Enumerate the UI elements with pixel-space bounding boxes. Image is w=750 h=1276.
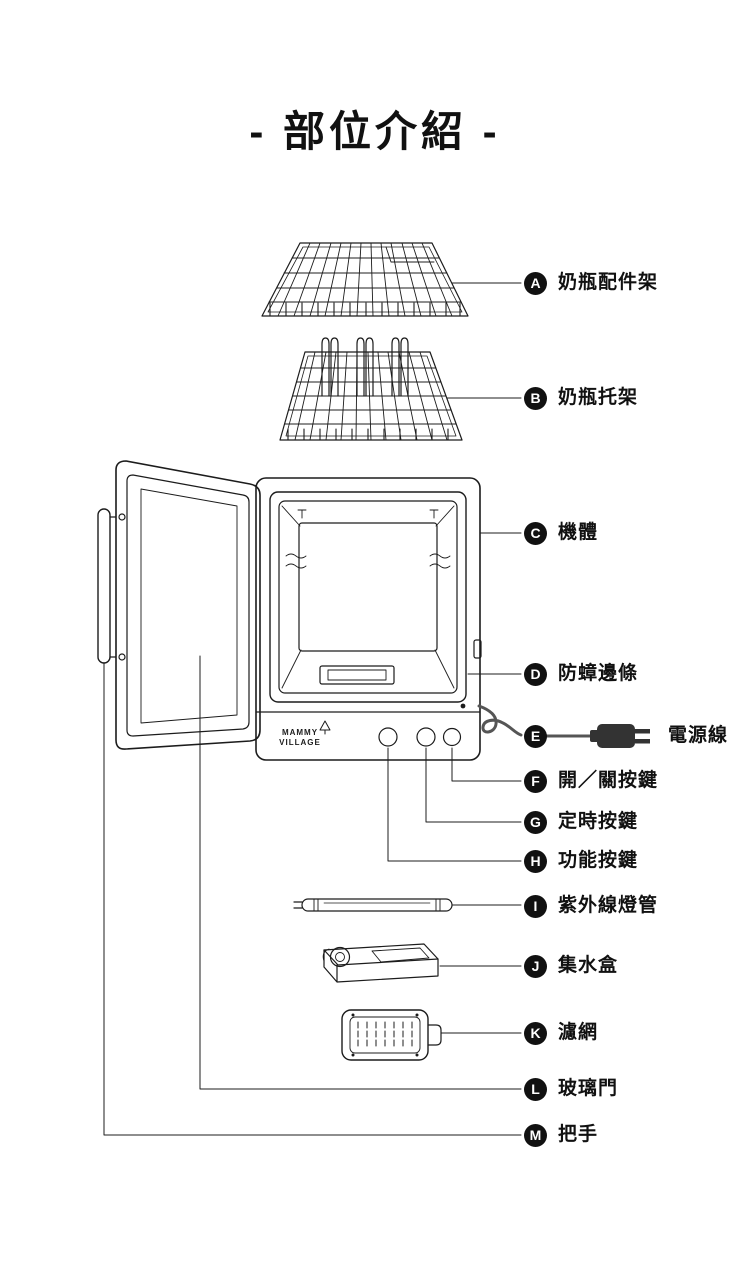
part-text-A: 奶瓶配件架: [558, 272, 659, 293]
part-label-E: E: [524, 724, 547, 748]
part-text-K: 濾網: [558, 1022, 599, 1043]
part-text-C: 機體: [558, 522, 599, 543]
part-badge-E: E: [524, 724, 547, 748]
part-label-K: K 濾網: [524, 1021, 598, 1045]
part-badge-L: L: [524, 1077, 547, 1101]
part-badge-F: F: [524, 769, 547, 793]
part-badge-D: D: [524, 662, 547, 686]
part-label-H: H 功能按鍵: [524, 849, 638, 873]
door-screw-top: [118, 513, 126, 521]
glass-door-drawing: [109, 460, 261, 750]
part-text-M: 把手: [558, 1124, 599, 1145]
part-label-C: C 機體: [524, 521, 598, 545]
part-badge-H: H: [524, 849, 547, 873]
leader-lines: [103, 282, 522, 1136]
part-text-E: 電源線: [668, 725, 729, 746]
page-title: - 部位介紹 -: [249, 108, 501, 155]
filter-drawing: [341, 1009, 442, 1061]
brand-line2: VILLAGE: [279, 738, 321, 747]
part-badge-M: M: [524, 1123, 547, 1147]
part-label-B: B 奶瓶托架: [524, 386, 638, 410]
part-text-H: 功能按鍵: [558, 850, 639, 871]
knob-power: [442, 727, 462, 747]
heating-tray-drawing: [319, 665, 395, 685]
part-label-J: J 集水盒: [524, 954, 618, 978]
plug-icon: [590, 724, 650, 748]
part-text-J: 集水盒: [558, 955, 619, 976]
part-text-I: 紫外線燈管: [558, 895, 659, 916]
part-badge-C: C: [524, 521, 547, 545]
part-badge-B: B: [524, 386, 547, 410]
door-screw-bottom: [118, 653, 126, 661]
part-text-D: 防蟑邊條: [558, 663, 639, 684]
steam-mark-left: [285, 553, 307, 569]
brand-logo: MAMMY VILLAGE: [279, 720, 331, 747]
handle-drawing: [97, 508, 111, 664]
part-badge-J: J: [524, 954, 547, 978]
brand-line1: MAMMY: [282, 728, 318, 737]
bottle-rack-drawing: [279, 337, 463, 441]
water-box-drawing: [322, 943, 439, 983]
part-label-M: M 把手: [524, 1123, 598, 1147]
indicator-dot: [460, 703, 466, 709]
knob-timer: [416, 727, 436, 747]
steam-mark-right: [429, 553, 451, 569]
uv-lamp-drawing: [293, 898, 453, 912]
part-label-G: G 定時按鍵: [524, 810, 638, 834]
part-label-A: A 奶瓶配件架: [524, 271, 658, 295]
part-text-L: 玻璃門: [558, 1078, 619, 1099]
sterilizer-body-drawing: MAMMY VILLAGE: [255, 477, 482, 761]
part-text-G: 定時按鍵: [558, 811, 639, 832]
part-badge-I: I: [524, 894, 547, 918]
part-label-I: I 紫外線燈管: [524, 894, 658, 918]
part-text-F: 開／關按鍵: [558, 770, 659, 791]
part-label-D: D 防蟑邊條: [524, 662, 638, 686]
part-badge-A: A: [524, 271, 547, 295]
side-strip-drawing: [473, 639, 482, 659]
power-cord-drawing: [477, 704, 650, 748]
part-label-F: F 開／關按鍵: [524, 769, 658, 793]
part-label-L: L 玻璃門: [524, 1077, 618, 1101]
part-badge-K: K: [524, 1021, 547, 1045]
part-badge-G: G: [524, 810, 547, 834]
part-text-B: 奶瓶托架: [558, 387, 639, 408]
knob-function: [378, 727, 398, 747]
brand-tree-icon: [319, 720, 331, 735]
accessory-rack-drawing: [261, 242, 469, 317]
